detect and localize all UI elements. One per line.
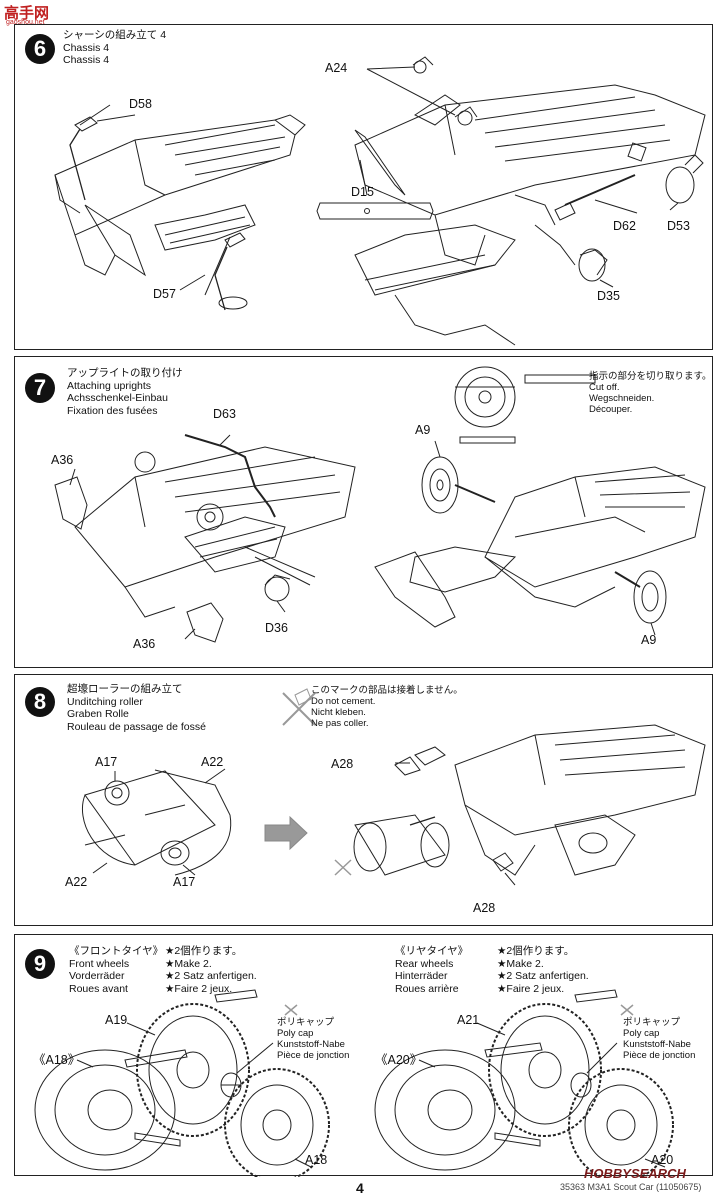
step-7-title-fr: Fixation des fusées: [67, 404, 158, 417]
part-label: A9: [641, 633, 657, 647]
cement-note-de: Nicht kleben.: [311, 707, 366, 718]
cement-note-en: Do not cement.: [311, 696, 376, 707]
part-label: A17: [95, 755, 118, 769]
part-label: A9: [415, 423, 431, 437]
step-8-title: 超壕ローラーの組み立て Unditching roller Graben Rol…: [67, 683, 206, 733]
step-9-panel: 9 《フロントタイヤ》 Front wheels Vorderräder Rou…: [14, 934, 713, 1177]
step-6-title-en: Chassis 4: [63, 41, 110, 54]
step-8-title-ja: 超壕ローラーの組み立て: [67, 683, 183, 695]
part-label: D36: [265, 621, 288, 635]
part-label: A20: [651, 1153, 674, 1167]
rear-polycap-ja: ポリキャップ: [623, 1017, 681, 1028]
part-label: 《A20》: [375, 1053, 423, 1067]
part-label: A22: [65, 875, 88, 889]
step-7-title: アップライトの取り付け Attaching uprights Achsschen…: [67, 367, 183, 417]
part-label: A17: [173, 875, 196, 889]
step-7-title-ja: アップライトの取り付け: [67, 367, 183, 379]
watermark-logo: 高手网: [4, 5, 50, 22]
rear-title-fr: Roues arrière: [395, 982, 459, 995]
step-8-title-de: Graben Rolle: [67, 708, 129, 720]
part-label: D15: [351, 185, 374, 199]
step-8-panel: 8 超壕ローラーの組み立て Unditching roller Graben R…: [14, 674, 713, 926]
front-title-fr: Roues avant: [69, 982, 128, 995]
step-9-number: 9: [25, 949, 55, 979]
step-6-panel: 6 シャーシの組み立て 4 Chassis 4 Chassis 4 D58 D5…: [14, 24, 713, 350]
part-label: A21: [457, 1013, 480, 1027]
do-not-cement-note: このマークの部品は接着しません。 Do not cement. Nicht kl…: [311, 685, 463, 729]
cut-note-fr: Découper.: [589, 404, 633, 415]
part-label: A36: [133, 637, 156, 651]
step-8-title-en: Unditching roller: [67, 695, 143, 708]
part-label: D63: [213, 407, 236, 421]
rear-make-en: ★Make 2.: [497, 957, 544, 970]
cut-note-de: Wegschneiden.: [589, 393, 655, 404]
rear-polycap-note: ポリキャップ Poly cap Kunststoff-Nabe Pièce de…: [623, 1017, 695, 1061]
step-7-title-de: Achsschenkel-Einbau: [67, 392, 168, 404]
front-polycap-ja: ポリキャップ: [277, 1017, 335, 1028]
front-title-de: Vorderräder: [69, 970, 125, 982]
step-7-title-en: Attaching uprights: [67, 379, 152, 392]
part-label: A24: [325, 61, 348, 75]
rear-polycap-de: Kunststoff-Nabe: [623, 1039, 691, 1050]
front-make-ja: ★2個作ります。: [165, 945, 243, 957]
step-8-number: 8: [25, 687, 55, 717]
front-title-en: Front wheels: [69, 957, 130, 970]
rear-make-note: ★2個作ります。 ★Make 2. ★2 Satz anfertigen. ★F…: [497, 945, 589, 995]
part-label: 《A18》: [33, 1053, 81, 1067]
cement-note-ja: このマークの部品は接着しません。: [311, 685, 463, 696]
front-polycap-note: ポリキャップ Poly cap Kunststoff-Nabe Pièce de…: [277, 1017, 349, 1061]
front-make-note: ★2個作ります。 ★Make 2. ★2 Satz anfertigen. ★F…: [165, 945, 257, 995]
part-label: D53: [667, 219, 690, 233]
cut-off-note: 指示の部分を切り取ります。 Cut off. Wegschneiden. Déc…: [589, 371, 712, 415]
model-code: 35363 M3A1 Scout Car (11050675): [560, 1182, 702, 1192]
step-8-drawing: [81, 688, 706, 886]
step-6-drawing: [54, 56, 706, 346]
rear-title-ja: 《リヤタイヤ》: [395, 945, 469, 957]
front-make-fr: ★Faire 2 jeux.: [165, 982, 233, 995]
step-6-title: シャーシの組み立て 4 Chassis 4 Chassis 4: [63, 29, 166, 67]
rear-make-ja: ★2個作ります。: [497, 945, 575, 957]
step-8-title-fr: Rouleau de passage de fossé: [67, 720, 206, 733]
step-7-number: 7: [25, 373, 55, 403]
cement-note-fr: Ne pas coller.: [311, 718, 369, 729]
front-wheels-title: 《フロントタイヤ》 Front wheels Vorderräder Roues…: [69, 945, 163, 995]
part-label: D62: [613, 219, 636, 233]
step-6-title-de: Chassis 4: [63, 54, 110, 66]
rear-make-fr: ★Faire 2 jeux.: [497, 982, 565, 995]
part-label: D35: [597, 289, 620, 303]
front-make-de: ★2 Satz anfertigen.: [165, 970, 257, 982]
rear-title-de: Hinterräder: [395, 970, 448, 982]
rear-make-de: ★2 Satz anfertigen.: [497, 970, 589, 982]
rear-wheels-title: 《リヤタイヤ》 Rear wheels Hinterräder Roues ar…: [395, 945, 468, 995]
step-7-panel: 7 アップライトの取り付け Attaching uprights Achssch…: [14, 356, 713, 668]
part-label: A18: [305, 1153, 328, 1167]
rear-title-en: Rear wheels: [395, 957, 454, 970]
step-9-drawing: [34, 989, 674, 1177]
page-number: 4: [356, 1180, 364, 1196]
part-label: A22: [201, 755, 224, 769]
step-6-title-ja: シャーシの組み立て 4: [63, 29, 167, 41]
part-label: D58: [129, 97, 152, 111]
watermark-url: gaoshou.net: [6, 19, 45, 26]
part-label: A19: [105, 1013, 128, 1027]
rear-polycap-en: Poly cap: [623, 1028, 660, 1039]
front-polycap-en: Poly cap: [277, 1028, 314, 1039]
rear-polycap-fr: Pièce de jonction: [623, 1050, 696, 1061]
watermark-hobbysearch: HOBBYSEARCH: [584, 1166, 686, 1181]
part-label: A36: [51, 453, 74, 467]
front-polycap-de: Kunststoff-Nabe: [277, 1039, 345, 1050]
front-make-en: ★Make 2.: [165, 957, 212, 970]
front-title-ja: 《フロントタイヤ》: [69, 945, 164, 957]
cut-note-en: Cut off.: [589, 382, 620, 393]
part-label: A28: [473, 901, 496, 915]
cut-note-ja: 指示の部分を切り取ります。: [589, 371, 712, 382]
step-6-number: 6: [25, 34, 55, 64]
part-label: A28: [331, 757, 354, 771]
front-polycap-fr: Pièce de jonction: [277, 1050, 350, 1061]
step-7-drawing: [54, 366, 706, 643]
part-label: D57: [153, 287, 176, 301]
